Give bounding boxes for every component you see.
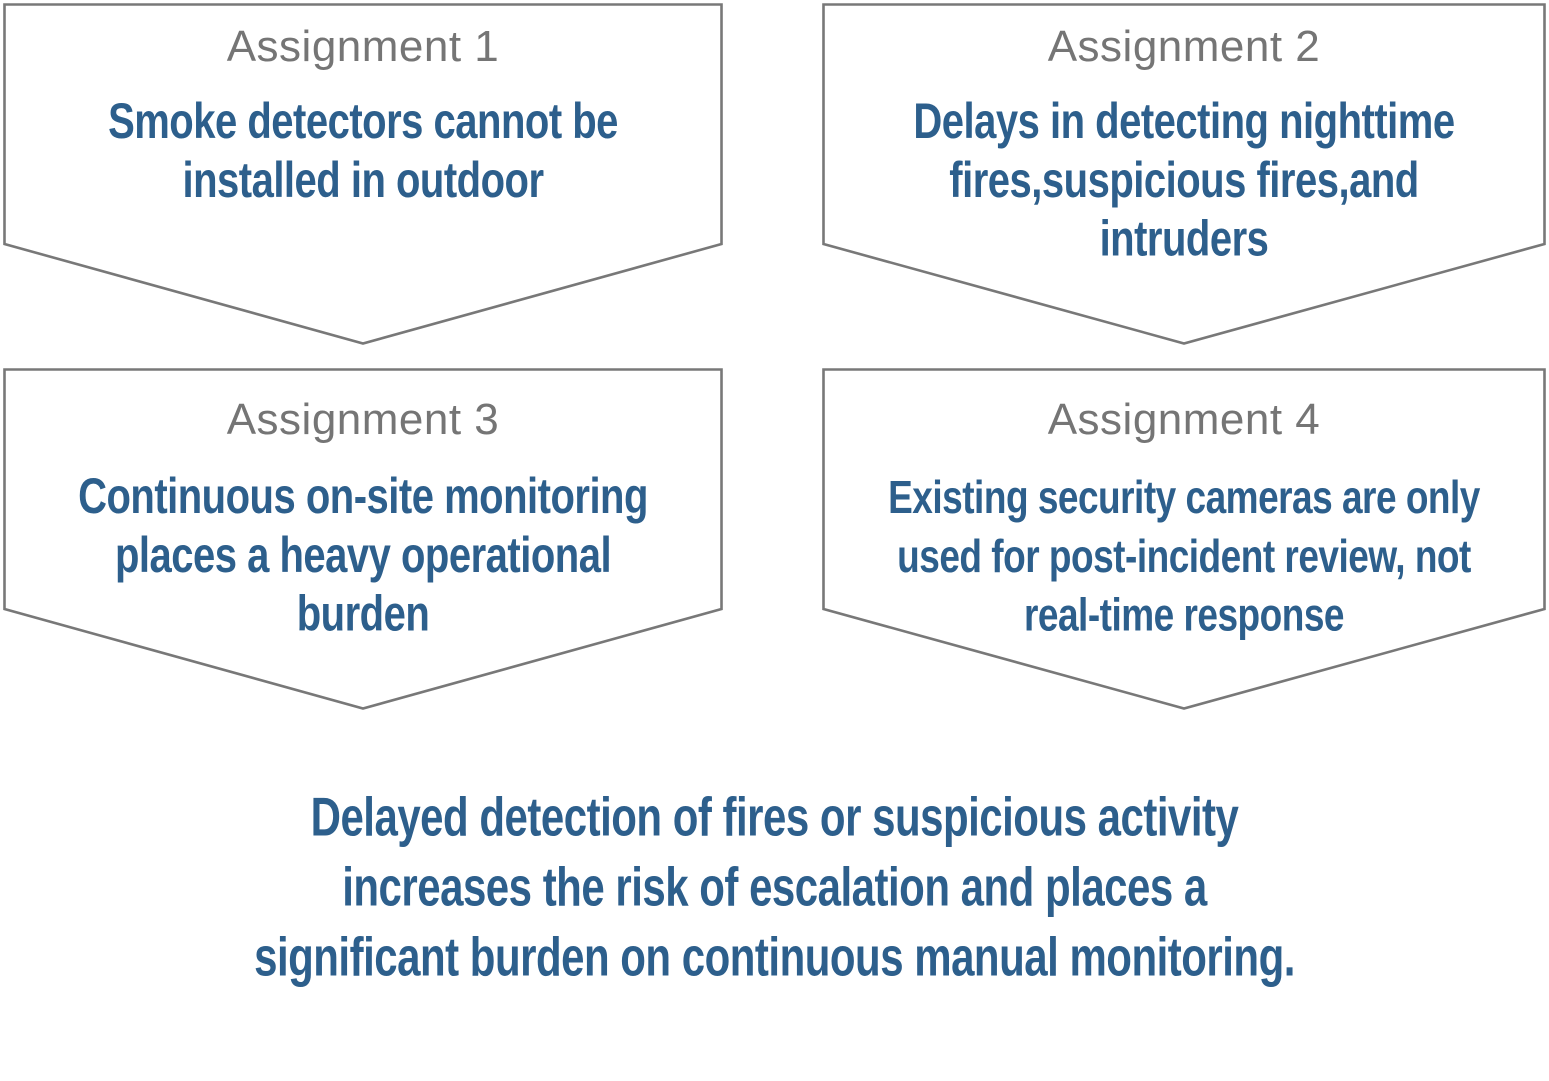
box-header: Assignment 2 [1047, 22, 1321, 71]
summary-text: Delayed detection of fires or suspicious… [254, 785, 1295, 988]
box-header: Assignment 1 [226, 22, 500, 71]
pennant-outline [822, 3, 1546, 345]
pennant-outline [3, 3, 723, 345]
pennant-border [4, 370, 721, 709]
pennant-border [824, 370, 1545, 709]
assignment-box-3: Assignment 3 Continuous on-site monitori… [3, 368, 723, 710]
assignment-box-4: Assignment 4 Existing security cameras a… [822, 368, 1546, 710]
pennant-outline [3, 368, 723, 710]
assignment-box-2: Assignment 2 Delays in detecting nightti… [822, 3, 1546, 345]
pennant-border [824, 5, 1545, 344]
box-header: Assignment 4 [1047, 395, 1321, 444]
pennant-border [4, 5, 721, 344]
pennant-outline [822, 368, 1546, 710]
box-header: Assignment 3 [226, 395, 500, 444]
